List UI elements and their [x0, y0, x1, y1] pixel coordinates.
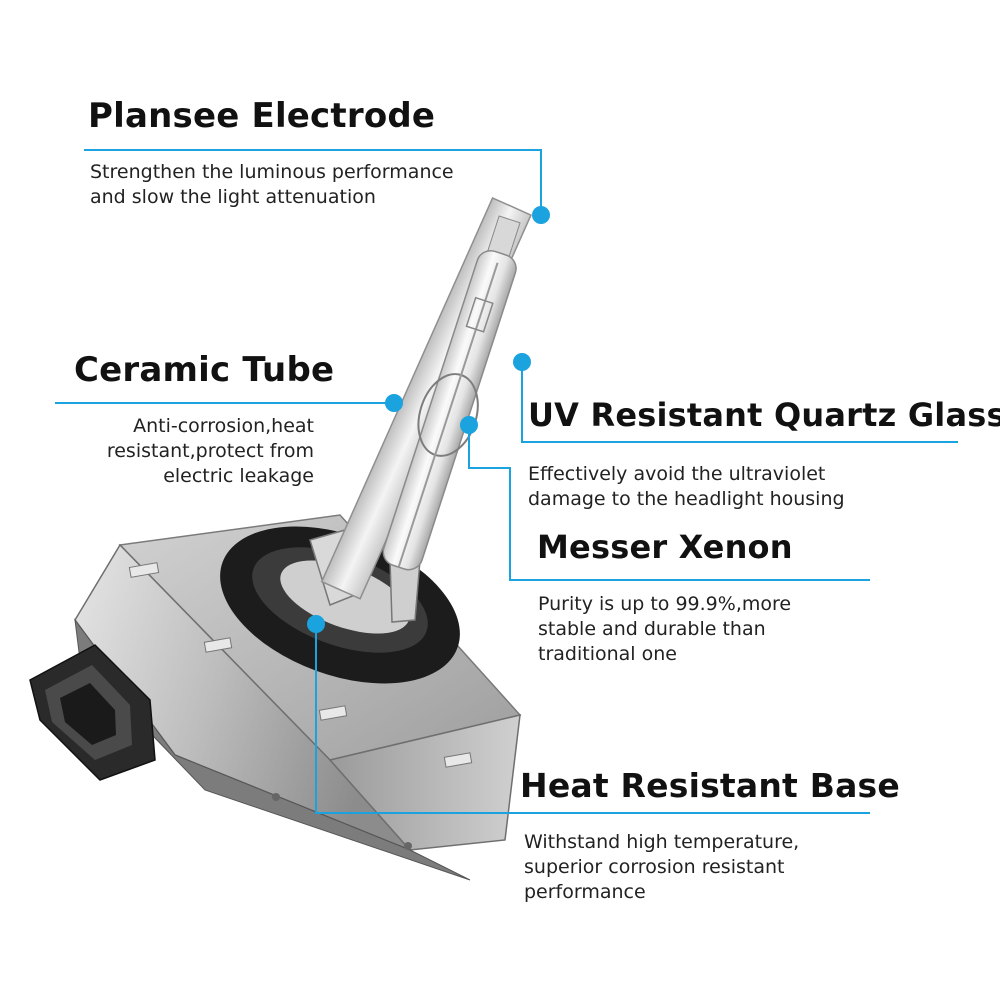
xenon-desc-line: Purity is up to 99.9%,more [538, 593, 792, 615]
quartz-desc-line: Effectively avoid the ultraviolet [528, 463, 826, 485]
base-desc-line: performance [524, 881, 646, 903]
base-vent [443, 752, 473, 768]
quartz-description: Effectively avoid the ultraviolet damage… [528, 462, 845, 512]
ceramic-desc-line: electric leakage [163, 465, 314, 487]
base-vent [318, 705, 348, 721]
callout-markers [307, 206, 550, 633]
xenon-marker [460, 416, 478, 434]
quartz-desc-line: damage to the headlight housing [528, 488, 845, 510]
base-description: Withstand high temperature, superior cor… [524, 830, 799, 905]
ceramic-desc-line: Anti-corrosion,heat [133, 415, 314, 437]
xenon-title: Messer Xenon [537, 528, 793, 566]
base-rivet [272, 793, 280, 801]
base-desc-line: Withstand high temperature, [524, 831, 800, 853]
base-desc-line: superior corrosion resistant [524, 856, 785, 878]
xenon-desc-line: stable and durable than [538, 618, 766, 640]
base-leader [315, 624, 870, 814]
quartz-marker [513, 353, 531, 371]
electrode-desc-line: Strengthen the luminous performance [90, 161, 454, 183]
quartz-glass-shape [382, 215, 521, 571]
base-vent [128, 562, 160, 578]
ceramic-marker [385, 394, 403, 412]
base-marker [307, 615, 325, 633]
ceramic-title: Ceramic Tube [74, 350, 335, 390]
ceramic-description: Anti-corrosion,heat resistant,protect fr… [107, 414, 314, 489]
xenon-leader [468, 425, 870, 581]
electrode-marker [532, 206, 550, 224]
quartz-leader [521, 362, 958, 443]
base-title: Heat Resistant Base [520, 766, 900, 805]
connector-plug [29, 644, 156, 781]
electrode-leader [84, 149, 542, 215]
ceramic-desc-line: resistant,protect from [106, 440, 314, 462]
base-right-face [328, 714, 521, 851]
electrode-desc-line: and slow the light attenuation [90, 186, 376, 208]
leader-lines [55, 149, 958, 814]
base-rivet [404, 842, 412, 850]
base-vent [203, 637, 233, 653]
electrode-title: Plansee Electrode [88, 96, 436, 136]
xenon-desc-line: traditional one [538, 643, 677, 665]
electrode-description: Strengthen the luminous performance and … [90, 160, 454, 210]
xenon-description: Purity is up to 99.9%,more stable and du… [538, 592, 791, 667]
quartz-title: UV Resistant Quartz Glass [528, 396, 1000, 434]
